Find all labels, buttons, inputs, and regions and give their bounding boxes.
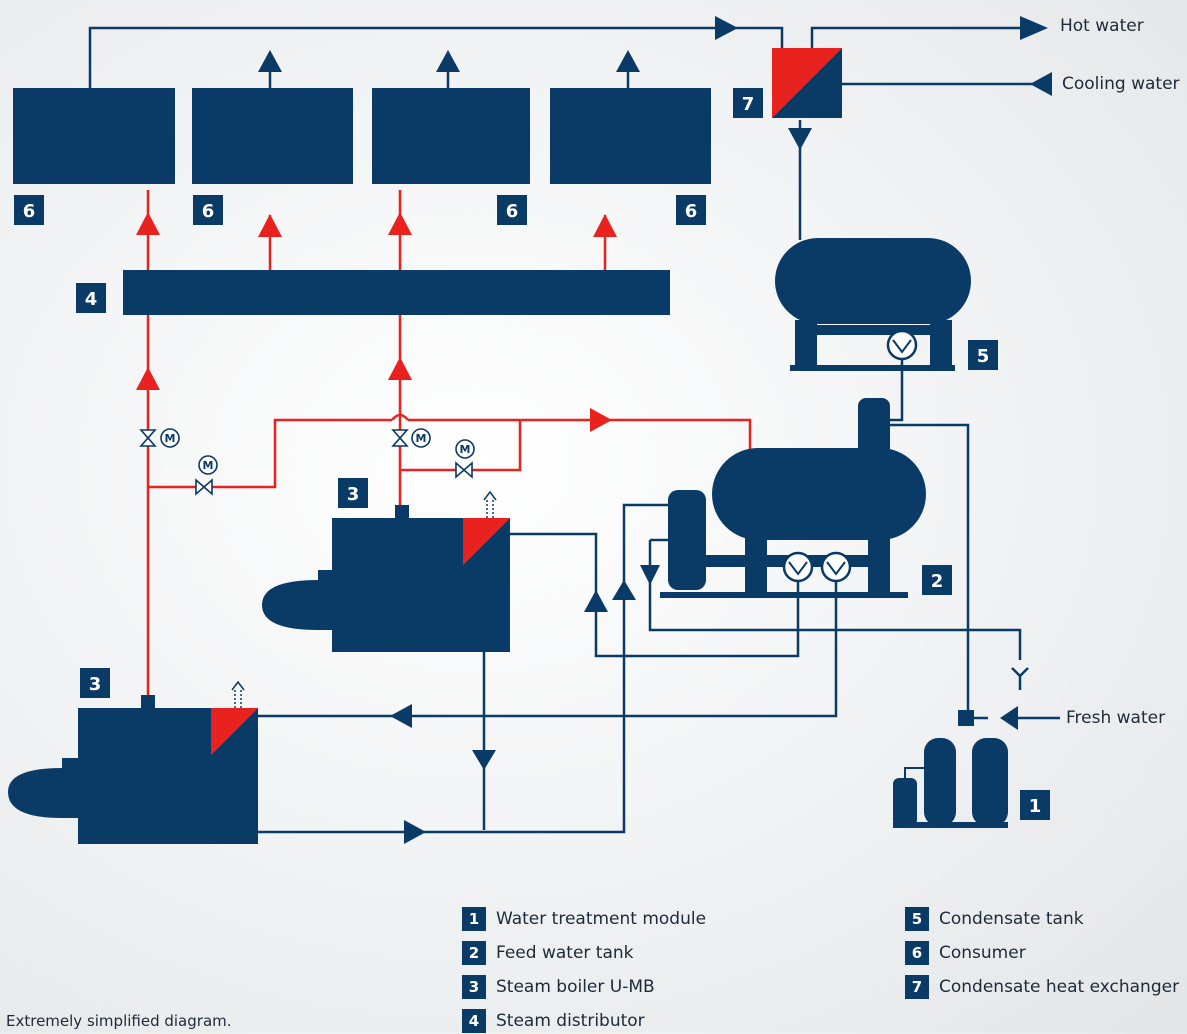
svg-text:3: 3 [347, 484, 360, 505]
badge-4: 4 [76, 283, 106, 313]
condensate-tank [775, 238, 971, 371]
legend-text: Steam boiler U-MB [496, 977, 655, 997]
badge-6: 6 [497, 195, 527, 225]
steam-distributor [123, 270, 670, 315]
legend-item: 2 Feed water tank [462, 940, 706, 966]
water-treatment-module [893, 710, 1008, 828]
steam-arrows [136, 212, 617, 432]
svg-text:6: 6 [685, 201, 698, 222]
steam-boiler-upper [262, 505, 510, 652]
steam-boiler-lower [8, 695, 258, 844]
legend-left: 1 Water treatment module 2 Feed water tank… [462, 906, 706, 1034]
legend-item: 3 Steam boiler U-MB [462, 974, 706, 1000]
feed-pump-1-icon [782, 551, 814, 583]
svg-text:4: 4 [85, 289, 98, 310]
legend-text: Consumer [939, 943, 1026, 963]
legend-text: Feed water tank [496, 943, 634, 963]
fresh-water-label: Fresh water [1066, 708, 1166, 728]
valve-m-label: M [203, 459, 214, 472]
legend-item: 5 Condensate tank [905, 906, 1179, 932]
legend-item: 6 Consumer [905, 940, 1179, 966]
legend-number: 7 [905, 975, 929, 999]
legend-right: 5 Condensate tank 6 Consumer 7 Condensate h… [905, 906, 1179, 1000]
badge-5: 5 [968, 340, 998, 370]
footnote: Extremely simplified diagram. [6, 1012, 232, 1030]
svg-text:6: 6 [506, 201, 519, 222]
badge-3: 3 [80, 668, 110, 698]
motor-valve-icon [139, 428, 475, 496]
svg-text:2: 2 [931, 571, 944, 592]
legend-number: 5 [905, 907, 929, 931]
valve-m-label: M [460, 443, 471, 456]
legend-text: Condensate tank [939, 909, 1084, 929]
svg-text:6: 6 [23, 201, 36, 222]
legend-number: 6 [905, 941, 929, 965]
condensate-pump-icon [886, 329, 918, 361]
badge-6: 6 [14, 195, 44, 225]
svg-text:6: 6 [202, 201, 215, 222]
cooling-water-label: Cooling water [1062, 74, 1180, 94]
condensate-lines [88, 26, 1060, 834]
legend-text: Condensate heat exchanger [939, 977, 1180, 997]
legend-number: 4 [462, 1009, 486, 1033]
hot-water-label: Hot water [1060, 16, 1144, 36]
feed-water-tank [660, 398, 926, 598]
legend-item: 7 Condensate heat exchanger [905, 974, 1179, 1000]
legend-item: 4 Steam distributor [462, 1008, 706, 1034]
svg-text:1: 1 [1029, 796, 1042, 817]
badge-3: 3 [338, 478, 368, 508]
legend-text: Water treatment module [496, 909, 707, 929]
heat-exchanger [772, 48, 842, 118]
badge-7: 7 [733, 88, 763, 118]
svg-text:5: 5 [977, 346, 990, 367]
flow-arrows [258, 16, 1052, 844]
consumers [13, 88, 711, 184]
badge-6: 6 [193, 195, 223, 225]
svg-text:3: 3 [89, 674, 102, 695]
badge-1: 1 [1020, 790, 1050, 820]
valve-m-label: M [416, 432, 427, 445]
legend-number: 2 [462, 941, 486, 965]
legend-item: 1 Water treatment module [462, 906, 706, 932]
svg-text:7: 7 [742, 94, 755, 115]
badge-6: 6 [676, 195, 706, 225]
legend-number: 1 [462, 907, 486, 931]
valve-m-label: M [165, 432, 176, 445]
legend-number: 3 [462, 975, 486, 999]
feed-pump-2-icon [820, 551, 852, 583]
badge-2: 2 [922, 565, 952, 595]
legend-text: Steam distributor [496, 1011, 645, 1031]
exhaust-icon [231, 490, 497, 708]
